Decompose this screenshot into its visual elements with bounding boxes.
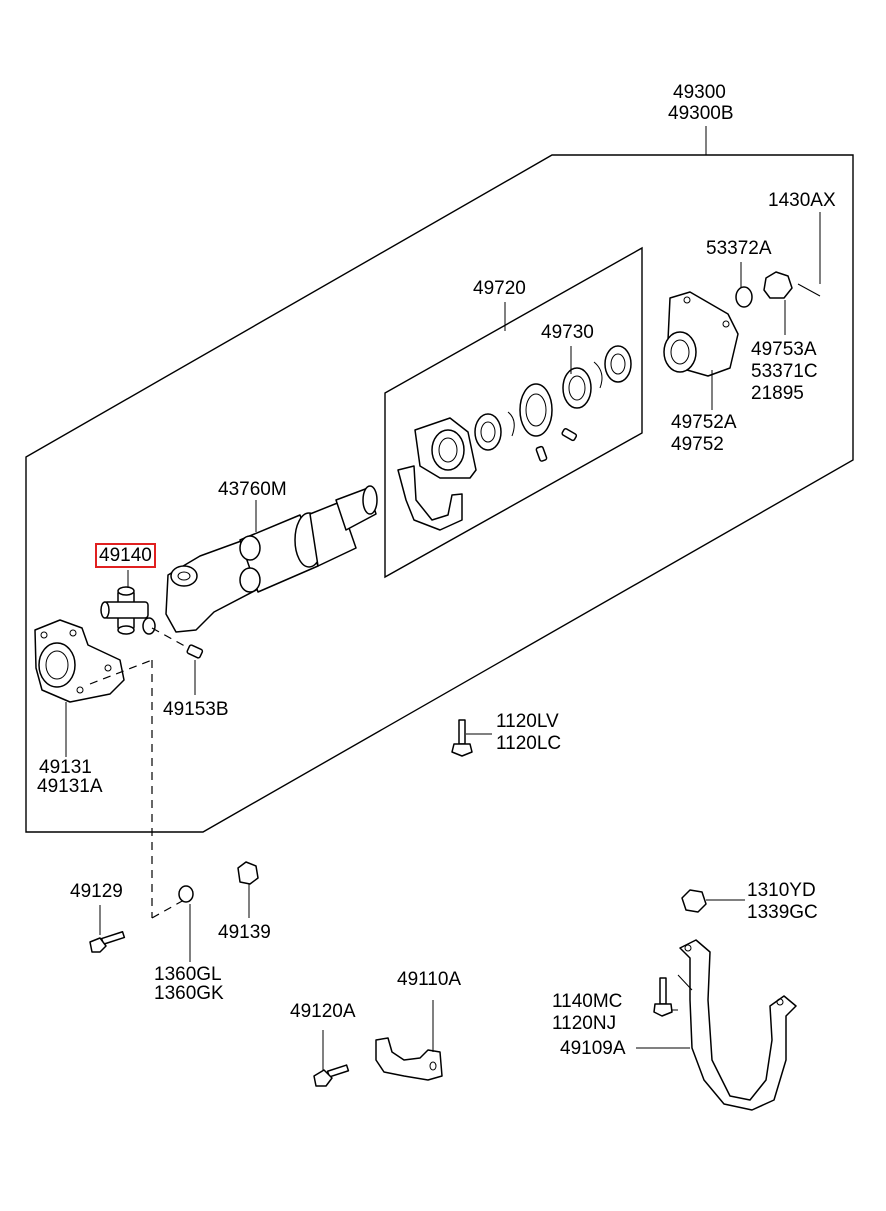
label-49110A[interactable]: 49110A xyxy=(397,969,462,990)
label-49153B[interactable]: 49153B xyxy=(163,699,229,720)
label-49300B[interactable]: 49300B xyxy=(668,103,734,124)
bolt-1140MC xyxy=(653,977,673,1017)
label-43760M[interactable]: 43760M xyxy=(218,479,287,500)
label-49131A[interactable]: 49131A xyxy=(37,776,103,797)
label-49131[interactable]: 49131 xyxy=(39,757,92,778)
propeller-shaft-43760M xyxy=(165,485,378,633)
cotter-pin-1430AX xyxy=(797,283,821,297)
washer-1360GL xyxy=(178,885,194,903)
label-49300[interactable]: 49300 xyxy=(673,82,726,103)
center-bearing-bracket xyxy=(397,417,477,531)
companion-flange-49752 xyxy=(663,291,739,377)
label-49129[interactable]: 49129 xyxy=(70,881,123,902)
label-49120A[interactable]: 49120A xyxy=(290,1001,356,1022)
label-21895[interactable]: 21895 xyxy=(751,383,804,404)
flange-yoke-49131 xyxy=(34,619,125,703)
label-49730[interactable]: 49730 xyxy=(541,322,594,343)
nut-49753A xyxy=(763,271,793,299)
label-53371C[interactable]: 53371C xyxy=(751,361,818,382)
label-1360GK[interactable]: 1360GK xyxy=(154,983,224,1004)
assembly-outline-49300 xyxy=(25,154,854,833)
bolt-49120A xyxy=(313,1064,350,1087)
label-49752[interactable]: 49752 xyxy=(671,434,724,455)
label-49140-highlighted[interactable]: 49140 xyxy=(95,543,156,568)
strap-49109A xyxy=(679,939,797,1111)
universal-joint-49140 xyxy=(100,586,156,635)
washer-53372A xyxy=(735,286,753,308)
label-1430AX[interactable]: 1430AX xyxy=(768,190,836,211)
assembly-outline-49720 xyxy=(384,246,643,579)
label-1339GC[interactable]: 1339GC xyxy=(747,902,818,923)
label-49752A[interactable]: 49752A xyxy=(671,412,737,433)
bolt-1120LV xyxy=(451,719,473,757)
label-1140MC[interactable]: 1140MC xyxy=(552,991,623,1012)
bolt-49129 xyxy=(89,930,126,953)
bearing-seals xyxy=(474,345,632,462)
label-1360GL[interactable]: 1360GL xyxy=(154,964,222,985)
clamp-49110A xyxy=(375,1037,443,1081)
nut-1310YD xyxy=(681,889,707,913)
label-1120LV[interactable]: 1120LV xyxy=(496,711,559,732)
label-1120LC[interactable]: 1120LC xyxy=(496,733,562,754)
label-1310YD[interactable]: 1310YD xyxy=(747,880,816,901)
label-53372A[interactable]: 53372A xyxy=(706,238,772,259)
grease-fitting-49153B xyxy=(186,644,204,659)
label-49139[interactable]: 49139 xyxy=(218,922,271,943)
label-49109A[interactable]: 49109A xyxy=(560,1038,626,1059)
label-49753A[interactable]: 49753A xyxy=(751,339,817,360)
label-1120NJ[interactable]: 1120NJ xyxy=(552,1013,617,1034)
label-49720[interactable]: 49720 xyxy=(473,278,526,299)
nut-49139 xyxy=(237,861,259,885)
